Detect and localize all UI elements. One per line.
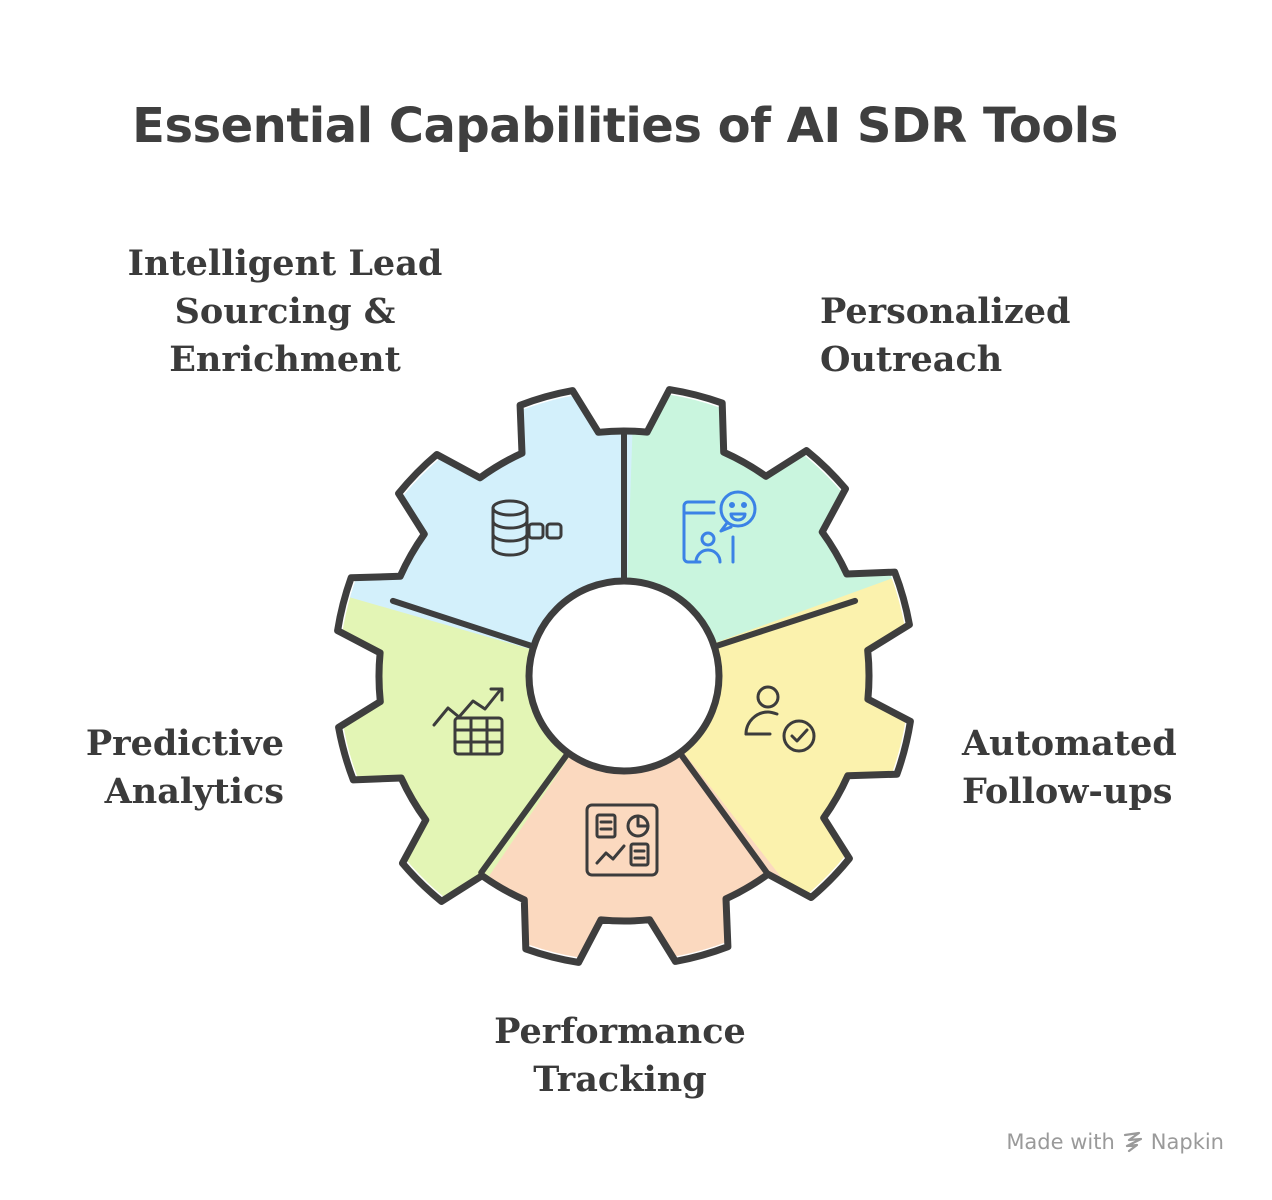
chart-table-icon <box>432 687 504 756</box>
ai-chat-person-icon <box>682 490 757 564</box>
segment-label-predictive-analytics: Predictive Analytics <box>40 720 284 816</box>
dashboard-icon <box>585 803 659 877</box>
segment-label-line: Follow-ups <box>962 771 1173 812</box>
segment-label-line: Tracking <box>533 1059 707 1100</box>
segment-label-line: Automated <box>962 723 1177 764</box>
segment-label-line: Performance <box>494 1011 746 1052</box>
segment-label-personalized-outreach: Personalized Outreach <box>820 288 1070 384</box>
segment-label-line: Sourcing & <box>174 291 396 332</box>
segment-label-line: Predictive <box>85 723 284 764</box>
watermark-prefix: Made with <box>1006 1130 1115 1154</box>
segment-label-lead-sourcing: Intelligent Lead Sourcing & Enrichment <box>110 240 460 384</box>
gear-hub <box>525 577 723 775</box>
segment-label-automated-follow-ups: Automated Follow-ups <box>962 720 1177 816</box>
segment-label-line: Personalized <box>820 291 1071 332</box>
gear-divider <box>711 597 859 650</box>
gear-divider <box>478 749 572 876</box>
gear-divider <box>389 597 537 650</box>
gear-segment-fill-perf <box>448 676 800 962</box>
gear-dividers <box>389 430 859 876</box>
segment-label-line: Intelligent Lead <box>127 243 443 284</box>
user-check-icon <box>744 685 816 753</box>
gear-divider <box>676 749 770 876</box>
napkin-logo-icon <box>1123 1131 1142 1153</box>
segment-label-line: Enrichment <box>169 339 401 380</box>
watermark: Made with Napkin <box>1006 1130 1224 1154</box>
watermark-brand: Napkin <box>1150 1130 1224 1154</box>
page-title: Essential Capabilities of AI SDR Tools <box>132 98 1118 154</box>
database-link-icon <box>491 499 563 557</box>
gear-outline <box>334 386 914 966</box>
segment-label-line: Analytics <box>104 771 284 812</box>
segment-label-performance-tracking: Performance Tracking <box>470 1008 770 1104</box>
segment-label-line: Outreach <box>820 339 1003 380</box>
